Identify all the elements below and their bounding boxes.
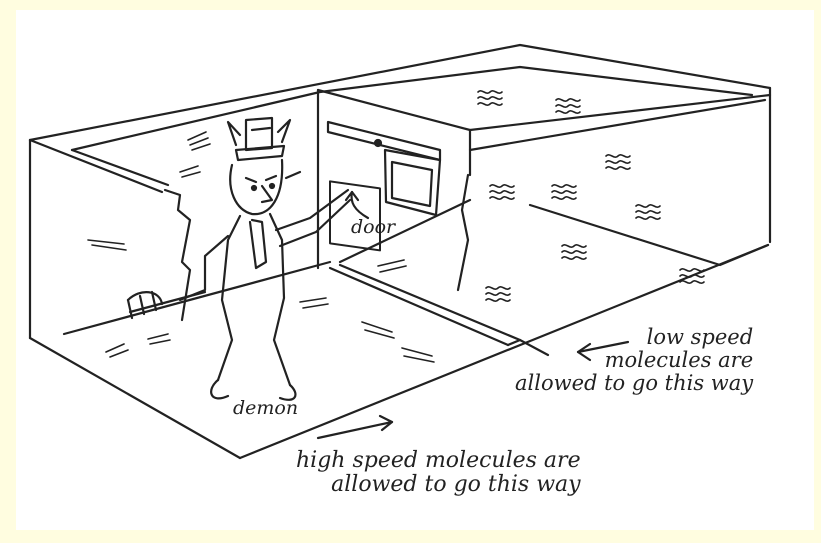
door-arrow [346,192,368,218]
low-speed-label: low speed molecules are allowed to go th… [515,326,753,395]
high-speed-arrow [318,416,392,438]
high-speed-label: high speed molecules are allowed to go t… [296,449,581,497]
fast-molecules [88,132,434,362]
door-label: door [351,217,395,238]
low-speed-line-1: low speed [515,326,753,349]
low-speed-line-2: molecules are [515,349,753,372]
high-speed-line-2: allowed to go this way [296,473,581,497]
high-speed-line-1: high speed molecules are [296,449,581,473]
slow-molecules [478,91,704,301]
demon-label: demon [233,398,298,419]
low-speed-line-3: allowed to go this way [515,372,753,395]
demon-figure [128,118,350,400]
